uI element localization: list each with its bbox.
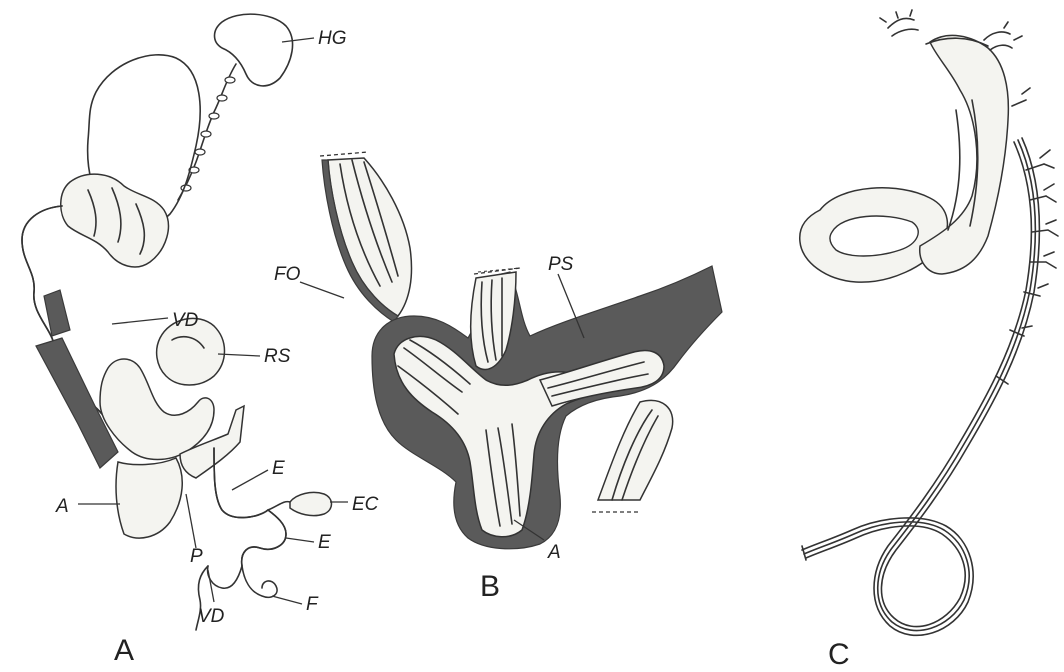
epiphallic-caecum-shape	[290, 492, 332, 515]
panel-c-title: C	[828, 638, 850, 671]
spermoviduct-shape	[61, 174, 169, 267]
label-vd-upper: VD	[172, 310, 199, 331]
label-a: A	[55, 496, 69, 517]
panel-b-title: B	[480, 570, 500, 603]
label-p: P	[190, 546, 203, 567]
label-e-lower: E	[318, 532, 331, 553]
label-ps: PS	[548, 254, 574, 275]
free-oviduct-cut	[320, 152, 368, 156]
epiphallus-lower-shape	[242, 510, 286, 566]
mucus-gland-tube-shape	[920, 35, 1009, 274]
frilled-tip-left	[880, 10, 918, 36]
panel-a-leaders	[78, 38, 348, 604]
frilled-tip-right	[984, 22, 1022, 50]
panel-b-drawing	[320, 152, 722, 549]
vas-deferens-lower-shape	[208, 566, 277, 597]
label-f: F	[306, 594, 319, 615]
label-a-b: A	[547, 542, 561, 563]
atrium-shape	[116, 458, 182, 538]
panel-c-labels: C	[828, 638, 850, 671]
lower-right-tube-shape	[598, 400, 673, 500]
hermaphrodite-gland-shape	[215, 14, 293, 86]
label-e-upper: E	[272, 458, 285, 479]
label-rs: RS	[264, 346, 291, 367]
label-hg: HG	[318, 28, 347, 49]
label-ec: EC	[352, 494, 379, 515]
panel-c-drawing	[800, 10, 1058, 635]
ps-cut	[478, 268, 520, 272]
label-vd-lower: VD	[198, 606, 225, 627]
label-fo: FO	[274, 264, 301, 285]
panel-a-title: A	[114, 634, 134, 667]
